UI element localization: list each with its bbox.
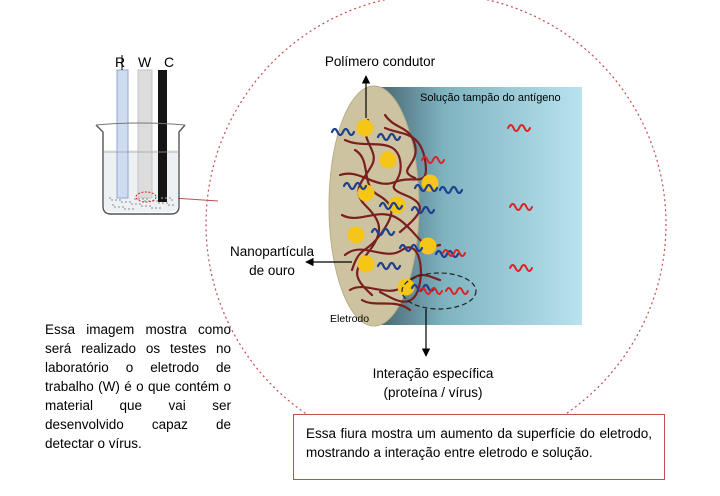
antibody-chain <box>438 185 464 195</box>
right-caption-box: Essa fiura mostra um aumento da superfíc… <box>293 414 665 480</box>
interaction-label-line2: (proteína / vírus) <box>383 385 482 400</box>
antibody-chain <box>398 243 424 253</box>
electrode-label: Eletrodo <box>330 313 369 325</box>
electrolyte-particle <box>138 198 140 200</box>
electrolyte-particle <box>135 203 137 205</box>
virus-antigen <box>509 203 533 211</box>
electrode-surface-zoom: Solução tampão do antígeno Eletrodo <box>328 85 582 327</box>
antibody-chain <box>330 127 356 137</box>
gold-nanoparticle <box>356 119 374 137</box>
virus-antigen <box>507 124 531 132</box>
electrolyte-particle <box>144 200 146 202</box>
counter-electrode <box>158 70 167 202</box>
electrolyte-particle <box>141 205 143 207</box>
polymer-label: Polímero condutor <box>325 54 436 69</box>
gold-nanoparticle <box>379 151 397 169</box>
electrode-label-w: W <box>138 54 152 70</box>
gold-nanoparticle <box>419 237 437 255</box>
electrolyte-particle <box>168 204 170 206</box>
interaction-label-line1: Interação específica <box>373 366 494 381</box>
electrode-label-c: C <box>164 54 174 70</box>
virus-antigen <box>445 287 469 295</box>
antibody-chain <box>370 227 396 237</box>
electrolyte-particle <box>166 202 168 204</box>
electrolyte-particle <box>155 207 157 209</box>
electrolyte-particle <box>112 204 114 206</box>
electrolyte-particle <box>161 197 163 199</box>
electrolyte-particle <box>156 200 158 202</box>
electrolyte-particle <box>132 208 134 210</box>
virus-antigen <box>419 287 443 295</box>
polymer-chain <box>360 298 412 312</box>
electrolyte-particle <box>139 203 141 205</box>
nanoparticle-label-line2: de ouro <box>249 263 295 278</box>
electrolyte-particle <box>159 207 161 209</box>
antibody-chain <box>413 183 439 193</box>
zoom-origin-ellipse <box>135 191 157 203</box>
electrolyte-particle <box>149 205 151 207</box>
electrolyte-particle <box>125 201 127 203</box>
reference-electrode <box>116 69 129 199</box>
virus-antigen <box>509 264 533 272</box>
electrolyte-particle <box>142 198 144 200</box>
buffer-label: Solução tampão do antígeno <box>420 92 561 104</box>
electrolyte-particle <box>124 208 126 210</box>
virus-antigens <box>419 124 533 295</box>
nanoparticle-label-line1: Nanopartícula <box>230 244 315 259</box>
antibody-chain <box>378 201 404 211</box>
antibody-chain <box>376 261 402 271</box>
antibody-chain <box>410 205 436 215</box>
electrolyte-particle <box>158 202 160 204</box>
specific-interaction-ellipse <box>401 272 477 310</box>
electrolyte-particle <box>169 197 171 199</box>
electrolyte-particle <box>172 204 174 206</box>
electrolyte-particle <box>121 201 123 203</box>
gold-nanoparticle <box>357 255 375 273</box>
virus-antigen <box>421 156 445 164</box>
electrolyte-particle <box>119 199 121 201</box>
antibody-chains <box>330 127 464 293</box>
electrode-label-r: R <box>115 54 125 70</box>
electrolyte-particle <box>151 207 153 209</box>
virus-antigen <box>442 249 466 257</box>
polymer-chain <box>383 113 417 180</box>
electrolyte-particle <box>128 208 130 210</box>
electrolyte-particle <box>118 206 120 208</box>
left-caption: Essa imagem mostra como será realizado o… <box>45 322 231 451</box>
working-electrode <box>137 69 153 199</box>
electrolyte-particle <box>109 197 111 199</box>
electrolyte-particle <box>114 206 116 208</box>
antibody-chain <box>434 249 460 259</box>
gold-nanoparticle <box>347 226 365 244</box>
electrolyte-particle <box>134 198 136 200</box>
electrolyte-particle <box>111 199 113 201</box>
electrolyte-particle <box>165 197 167 199</box>
electrolyte-particle <box>115 199 117 201</box>
antibody-chain <box>342 181 368 191</box>
antibody-chain <box>376 132 402 142</box>
electrolyte-particle <box>146 198 148 200</box>
electrolyte-particle <box>162 202 164 204</box>
beaker-setup: R W C <box>95 54 186 215</box>
electrolyte-particle <box>122 206 124 208</box>
polymer-chain <box>343 246 422 303</box>
electrolyte-particle <box>171 199 173 201</box>
electrolyte-particle <box>131 203 133 205</box>
electrolyte-particle <box>145 205 147 207</box>
electrolyte-particle <box>129 201 131 203</box>
